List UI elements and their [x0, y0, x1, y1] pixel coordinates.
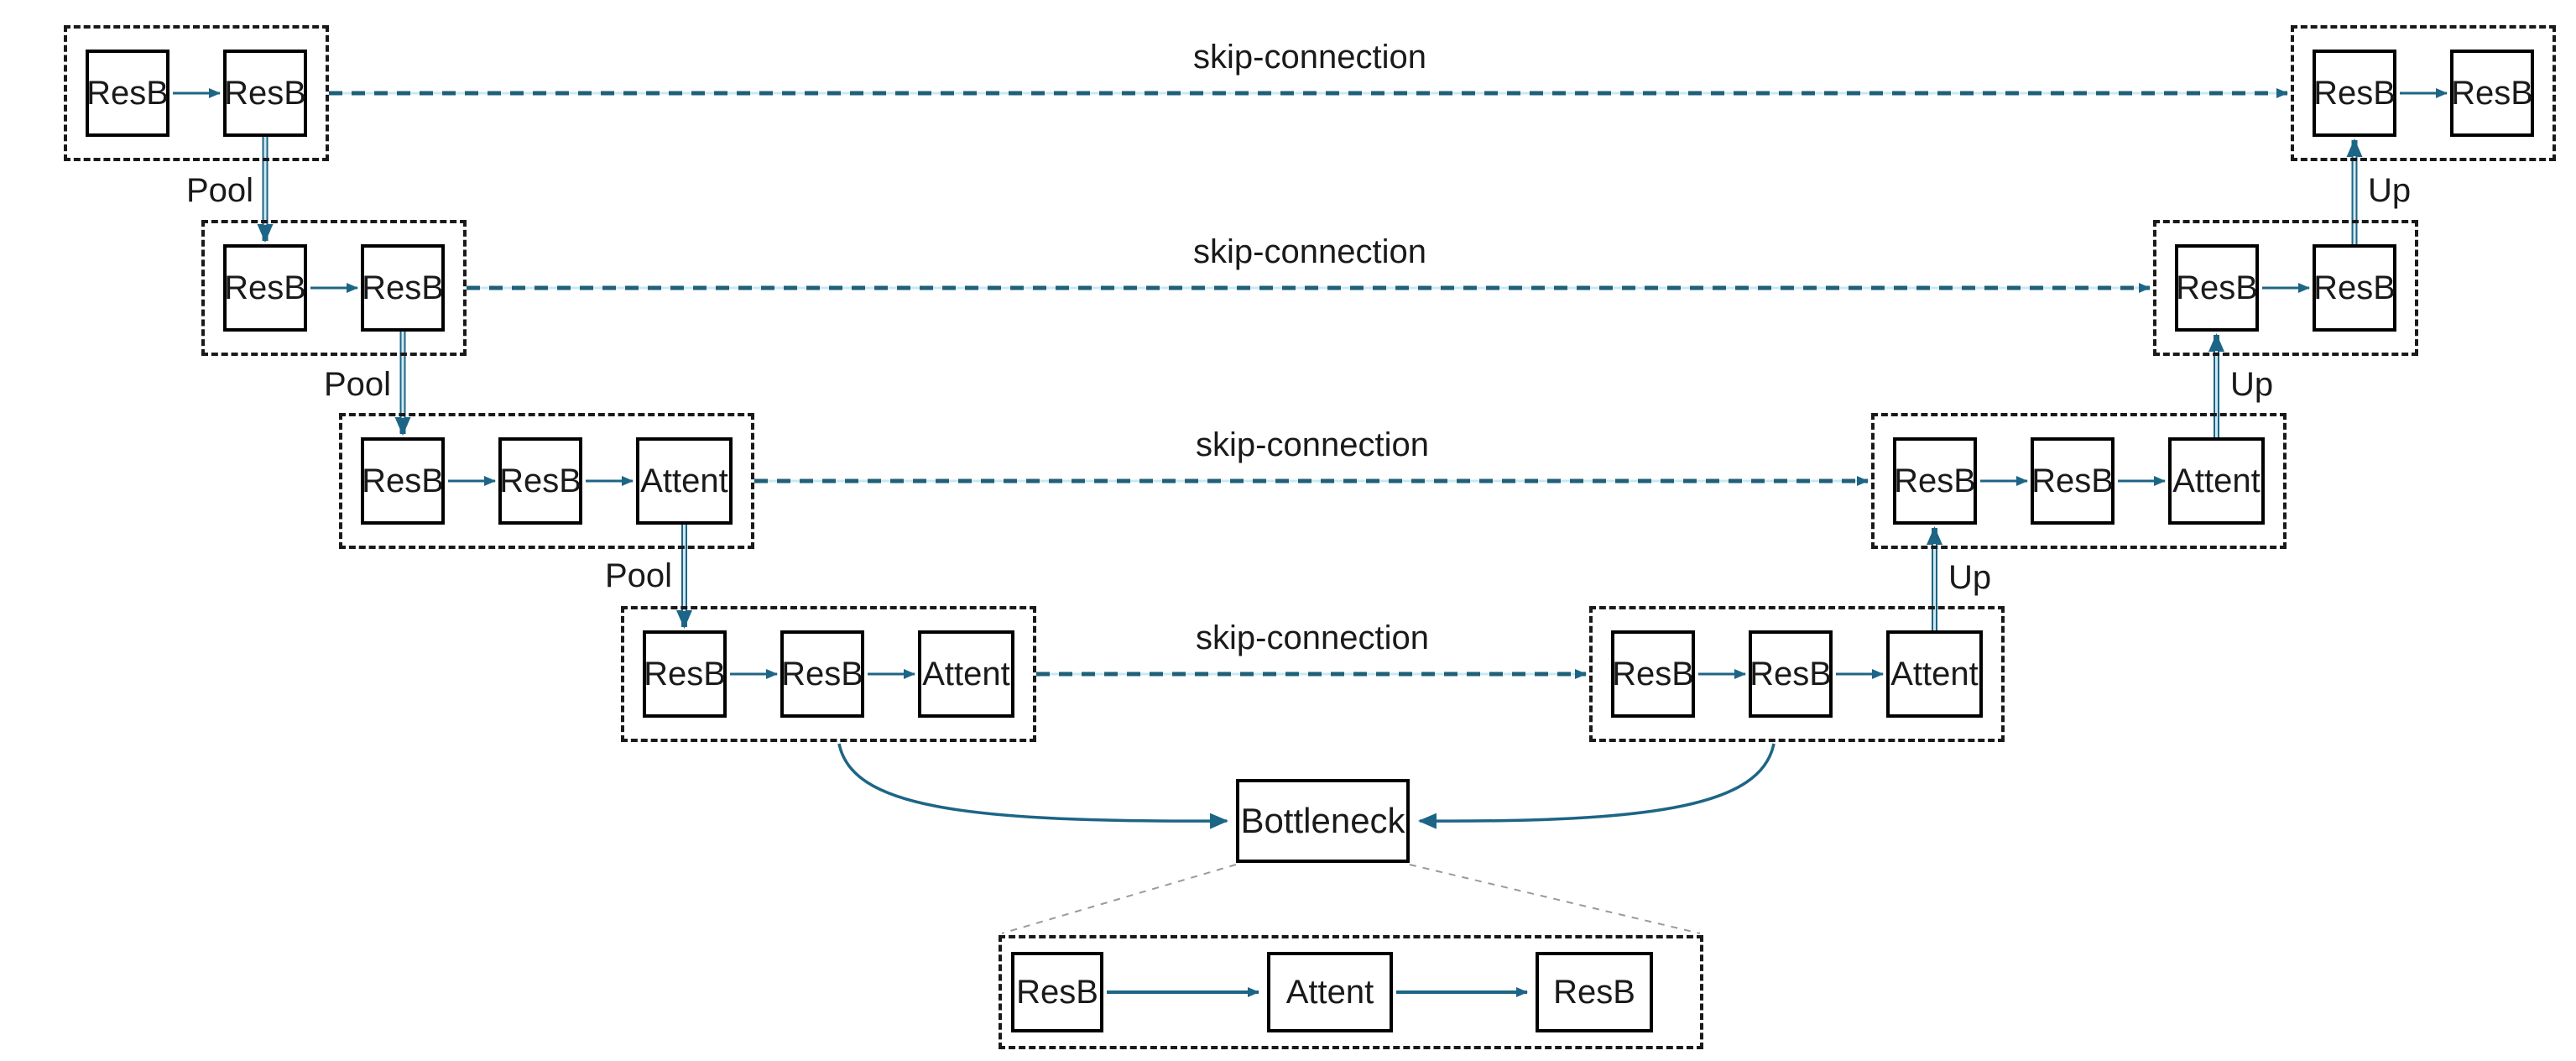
up-label-3: Up — [2368, 172, 2412, 209]
skip-connection-label-1: skip-connection — [1193, 39, 1426, 76]
encoder-l3-resb-1: ResB — [361, 437, 445, 525]
skip-connection-label-4: skip-connection — [1196, 619, 1429, 656]
decoder-level4-group — [1589, 606, 2005, 742]
encoder-level4-group — [621, 606, 1036, 742]
skip-connection-label-3: skip-connection — [1196, 426, 1429, 463]
decoder-l3-resb-2: ResB — [2031, 437, 2115, 525]
encoder-l1-resb-1: ResB — [86, 50, 169, 137]
pool-label-2: Pool — [323, 366, 391, 403]
skip-connection-label-2: skip-connection — [1193, 233, 1426, 270]
decoder-l4-attent: Attent — [1886, 630, 1983, 718]
encoder-l4-resb-2: ResB — [780, 630, 864, 718]
curve-to-bottleneck-right — [1418, 743, 1776, 829]
encoder-l3-attent: Attent — [636, 437, 733, 525]
bottleneck-detail-attent: Attent — [1267, 952, 1393, 1032]
encoder-level2-group — [201, 220, 467, 356]
decoder-l1-resb-2: ResB — [2450, 50, 2534, 137]
expand-line-right — [1409, 864, 1701, 934]
curve-to-bottleneck-left — [837, 743, 1228, 829]
up-label-2: Up — [2230, 366, 2274, 403]
encoder-l4-attent: Attent — [918, 630, 1014, 718]
encoder-l2-resb-1: ResB — [223, 244, 307, 332]
decoder-l4-resb-1: ResB — [1611, 630, 1695, 718]
encoder-l4-resb-1: ResB — [643, 630, 727, 718]
decoder-l3-resb-1: ResB — [1893, 437, 1977, 525]
bottleneck-detail-group — [999, 935, 1703, 1049]
decoder-level3-group — [1871, 413, 2287, 549]
pool-label-1: Pool — [185, 172, 253, 209]
decoder-l2-resb-2: ResB — [2313, 244, 2396, 332]
pool-label-3: Pool — [604, 557, 672, 594]
bottleneck-detail-resb-1: ResB — [1011, 952, 1103, 1032]
decoder-l3-attent: Attent — [2168, 437, 2265, 525]
encoder-l3-resb-2: ResB — [498, 437, 582, 525]
encoder-l2-resb-2: ResB — [361, 244, 445, 332]
bottleneck-box: Bottleneck — [1236, 779, 1410, 863]
bottleneck-detail-resb-2: ResB — [1536, 952, 1653, 1032]
encoder-level3-group — [339, 413, 754, 549]
encoder-l1-resb-2: ResB — [223, 50, 307, 137]
decoder-l1-resb-1: ResB — [2313, 50, 2396, 137]
up-label-1: Up — [1948, 559, 1992, 596]
decoder-l4-resb-2: ResB — [1749, 630, 1833, 718]
encoder-level1-group — [64, 25, 329, 161]
decoder-level2-group — [2153, 220, 2418, 356]
decoder-l2-resb-1: ResB — [2175, 244, 2259, 332]
decoder-level1-group — [2291, 25, 2556, 161]
expand-line-left — [1001, 864, 1237, 934]
